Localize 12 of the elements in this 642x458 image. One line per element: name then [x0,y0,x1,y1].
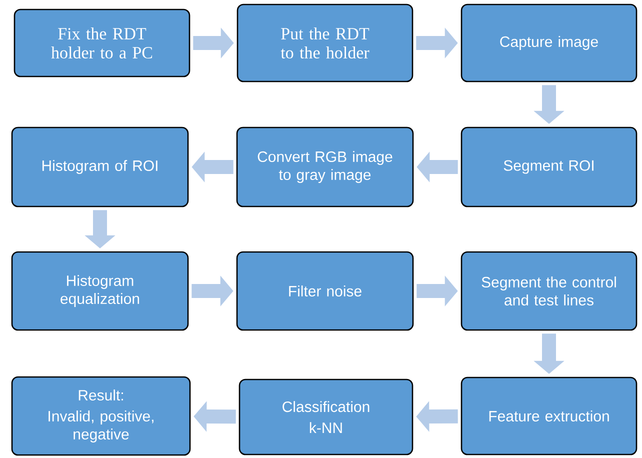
process-box: Capture image [460,4,638,82]
process-box: Put the RDT to the holder [236,4,414,82]
process-box: Classification k-NN [238,378,414,456]
process-box: Histogram equalization [11,251,189,331]
process-box: Segment ROI [460,126,638,208]
process-box: Segment the control and test lines [460,251,638,331]
process-box: Result: Invalid, positive, negative [11,376,191,456]
process-box: Histogram of ROI [11,126,189,208]
process-box: Filter noise [236,251,414,331]
process-box: Feature extruction [460,376,638,456]
process-box: Fix the RDT holder to a PC [14,8,190,78]
process-box: Convert RGB image to gray image [236,126,414,208]
